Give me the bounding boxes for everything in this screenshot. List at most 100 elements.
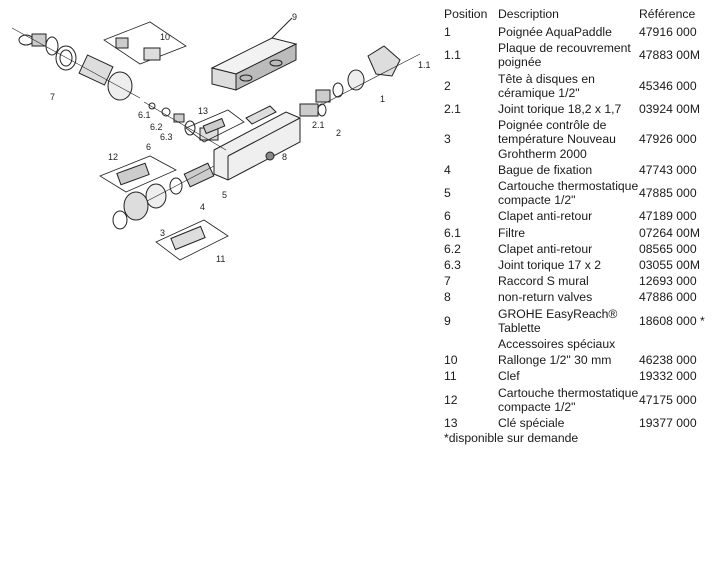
diagram-label: 6 xyxy=(146,142,151,152)
cell-description: GROHE EasyReach® Tablette xyxy=(498,306,618,335)
cell-position: 10 xyxy=(444,353,458,368)
diagram-label: 6.1 xyxy=(138,110,151,120)
diagram-label: 3 xyxy=(160,228,165,238)
cell-description: non-return valves xyxy=(498,290,593,305)
cell-description: Raccord S mural xyxy=(498,274,589,289)
cell-description: Bague de fixation xyxy=(498,162,593,177)
extension-part-10 xyxy=(103,21,187,65)
cell-position: 6.1 xyxy=(444,225,461,240)
cell-reference: 03924 00M xyxy=(639,102,700,117)
cell-description: Cartouche thermostatique compacte 1/2" xyxy=(498,385,639,414)
cell-reference: 47926 000 xyxy=(639,132,697,147)
special-key-part-13 xyxy=(185,109,245,143)
diagram-label: 2 xyxy=(336,128,341,138)
cell-description: Plaque de recouvrement poignée xyxy=(498,41,631,70)
table-row: 6.3 Joint torique 17 x 2 03055 00M xyxy=(444,257,720,273)
cell-reference: 46238 000 xyxy=(639,353,697,368)
cell-reference: 03055 00M xyxy=(639,258,700,273)
table-row: 6.1 Filtre 07264 00M xyxy=(444,225,720,241)
cell-description: Filtre xyxy=(498,225,526,240)
cartridge-part-12 xyxy=(99,155,177,193)
cell-position: 5 xyxy=(444,186,451,201)
cell-position: 2.1 xyxy=(444,102,461,117)
wall-connection-part-7 xyxy=(11,27,141,101)
table-row: 2.1 Joint torique 18,2 x 1,7 03924 00M xyxy=(444,101,720,117)
diagram-label: 1 xyxy=(380,94,385,104)
table-row: 8 non-return valves 47886 000 xyxy=(444,289,720,305)
handle-part-1 xyxy=(299,45,421,117)
cell-position: 6.3 xyxy=(444,258,461,273)
cell-reference: 47175 000 xyxy=(639,392,697,407)
cell-reference: 19332 000 xyxy=(639,369,697,384)
temperature-handle-part-3 xyxy=(112,191,149,230)
diagram-label: 13 xyxy=(198,106,208,116)
table-row: 9 GROHE EasyReach® Tablette 18608 000 * xyxy=(444,306,720,336)
diagram-label: 8 xyxy=(282,152,287,162)
diagram-label: 6.2 xyxy=(150,122,163,132)
cell-reference: 19377 000 xyxy=(639,416,697,431)
table-row: 1.1 Plaque de recouvrement poignée 47883 0… xyxy=(444,40,720,70)
table-row: Accessoires spéciaux xyxy=(444,336,720,352)
cell-position: 1.1 xyxy=(444,48,461,63)
parts-list: Position Description Référence 1 Poignée … xyxy=(444,4,720,445)
cell-position: 9 xyxy=(444,313,451,328)
cell-position xyxy=(444,336,498,352)
cell-reference: 07264 00M xyxy=(639,225,700,240)
cell-position: 4 xyxy=(444,162,451,177)
footnote: *disponible sur demande xyxy=(444,431,579,446)
cell-reference: 47916 000 xyxy=(639,25,697,39)
cell-reference: 18608 000 * xyxy=(639,313,705,328)
diagram-label: 2.1 xyxy=(312,120,325,130)
diagram-label: 5 xyxy=(222,190,227,200)
non-return-valve-part-8 xyxy=(265,151,275,161)
cell-description: Accessoires spéciaux xyxy=(498,337,616,352)
cell-position: 13 xyxy=(444,416,458,431)
cell-position: 11 xyxy=(444,369,457,384)
key-part-11 xyxy=(155,219,229,261)
table-row: 12 Cartouche thermostatique compacte 1/2"… xyxy=(444,385,720,415)
shelf-part-9 xyxy=(210,17,298,91)
cell-reference: 47743 000 xyxy=(639,162,697,177)
cell-description: Clapet anti-retour xyxy=(498,241,593,256)
diagram-label: 9 xyxy=(292,12,297,22)
table-row: 11 Clef 19332 000 xyxy=(444,368,720,384)
cell-description: Joint torique 18,2 x 1,7 xyxy=(498,102,622,117)
cell-position: 1 xyxy=(444,25,451,39)
diagram-label: 12 xyxy=(108,152,118,162)
diagram-label: 7 xyxy=(50,92,55,102)
cell-position: 8 xyxy=(444,290,451,305)
cell-description: Tête à disques en céramique 1/2" xyxy=(498,71,595,100)
diagram-label: 11 xyxy=(216,254,225,264)
diagram-label: 10 xyxy=(160,32,170,42)
table-row: 2 Tête à disques en céramique 1/2" 45346 0… xyxy=(444,71,720,101)
table-row: 10 Rallonge 1/2" 30 mm 46238 000 xyxy=(444,352,720,368)
table-row: 4 Bague de fixation 47743 000 xyxy=(444,162,720,178)
cell-reference xyxy=(639,336,720,352)
cell-description: Clef xyxy=(498,369,520,384)
cell-position: 6 xyxy=(444,209,451,224)
diagram-label: 4 xyxy=(200,202,205,212)
disc-head-part-2 xyxy=(299,103,327,117)
cell-description: Clapet anti-retour xyxy=(498,209,593,224)
header-description: Description xyxy=(498,6,559,21)
cell-description: Rallonge 1/2" 30 mm xyxy=(498,353,612,368)
cell-description: Joint torique 17 x 2 xyxy=(498,258,601,273)
cell-reference: 45346 000 xyxy=(639,78,697,93)
thermostat-body xyxy=(213,105,301,181)
diagram-label: 1.1 xyxy=(418,60,431,70)
table-header-row: Position Description Référence xyxy=(444,4,720,24)
cell-reference: 12693 000 xyxy=(639,274,697,289)
table-row: 1 Poignée AquaPaddle 47916 000 xyxy=(444,24,720,40)
cell-reference: 47883 00M xyxy=(639,48,700,63)
cell-position: 12 xyxy=(444,392,458,407)
cell-position: 2 xyxy=(444,78,451,93)
cell-reference: 47189 000 xyxy=(639,209,697,224)
parts-table: Position Description Référence 1 Poignée … xyxy=(444,4,720,431)
cell-description: Poignée AquaPaddle xyxy=(498,25,612,39)
cell-reference: 47886 000 xyxy=(639,290,697,305)
